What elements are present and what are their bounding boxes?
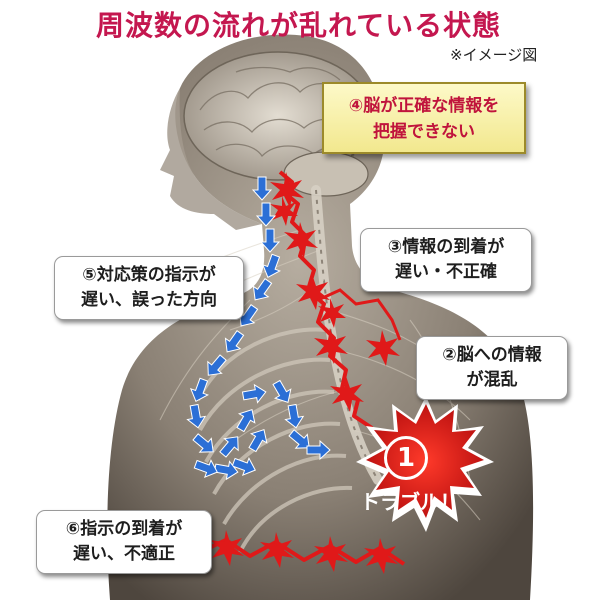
blue-arrow bbox=[224, 329, 245, 353]
blue-arrow bbox=[251, 176, 273, 201]
callout-2-line1: ②脳への情報 bbox=[442, 345, 542, 365]
callout-3-line2: 遅い・不正確 bbox=[395, 262, 497, 282]
page-title: 周波数の流れが乱れている状態 bbox=[96, 9, 502, 42]
callout-3-line1: ③情報の到着が bbox=[387, 237, 505, 257]
blue-arrow bbox=[189, 377, 209, 402]
callout-instruction-late: ⑥指示の到着が 遅い、不適正 bbox=[36, 510, 212, 574]
blue-arrow bbox=[248, 428, 268, 453]
blue-arrow bbox=[186, 403, 207, 429]
callout-brain-confused: ②脳への情報 が混乱 bbox=[416, 336, 568, 400]
brain-status-box: ④脳が正確な情報を 把握できない bbox=[322, 82, 526, 154]
blue-arrow bbox=[192, 433, 214, 453]
trouble-number-badge: 1 bbox=[384, 436, 428, 480]
blue-arrow bbox=[261, 253, 281, 278]
blue-arrows bbox=[186, 176, 331, 481]
blue-arrow bbox=[207, 354, 227, 376]
face-profile bbox=[160, 88, 262, 230]
callout-5-line2: 遅い、誤った方向 bbox=[81, 290, 217, 310]
blue-arrow bbox=[306, 439, 331, 461]
blue-arrow bbox=[259, 228, 281, 253]
blue-arrow bbox=[219, 436, 239, 458]
callout-arrival-slow: ③情報の到着が 遅い・不正確 bbox=[360, 228, 532, 292]
callout-5-line1: ⑤対応策の指示が bbox=[82, 265, 216, 285]
blue-arrow bbox=[238, 303, 259, 327]
trouble-label: トラブル！ bbox=[360, 490, 460, 514]
cerebellum bbox=[283, 151, 369, 197]
blue-arrow bbox=[272, 379, 292, 404]
callout-response-slow: ⑤対応策の指示が 遅い、誤った方向 bbox=[54, 256, 244, 320]
blue-arrow bbox=[231, 457, 256, 477]
blue-arrow bbox=[288, 429, 310, 449]
image-note: ※イメージ図 bbox=[450, 46, 538, 64]
brain-status-line2: 把握できない bbox=[373, 122, 475, 142]
blue-arrow bbox=[241, 383, 267, 404]
callout-6-line2: 遅い、不適正 bbox=[73, 544, 175, 564]
callout-6-line1: ⑥指示の到着が bbox=[65, 519, 183, 539]
blue-arrow bbox=[236, 408, 256, 433]
red-signal-bursts bbox=[270, 172, 400, 412]
blue-arrow bbox=[252, 277, 273, 301]
blue-arrow bbox=[255, 202, 277, 227]
blue-arrow bbox=[193, 459, 218, 479]
brain-status-line1: ④脳が正確な情報を bbox=[348, 96, 500, 116]
blue-arrow bbox=[284, 403, 305, 429]
callout-2-line2: が混乱 bbox=[466, 370, 518, 390]
